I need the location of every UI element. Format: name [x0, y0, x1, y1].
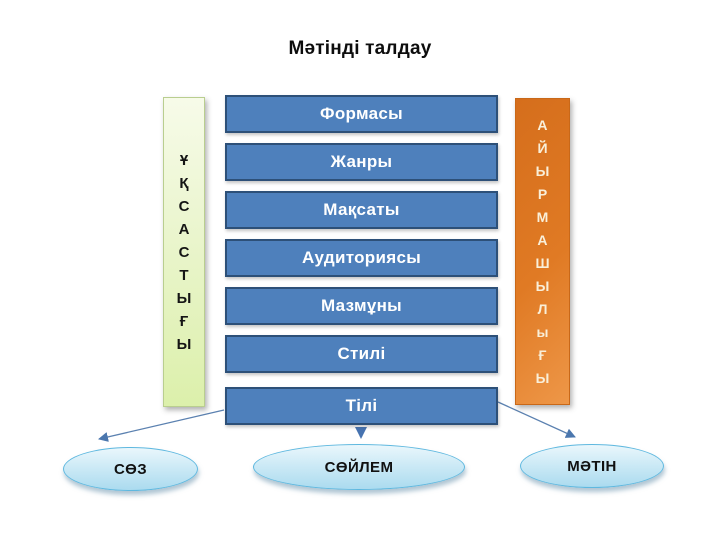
stage-box-tili: Тілі: [225, 387, 498, 425]
arrow-to-matin: [497, 401, 576, 438]
similarity-panel: Ұ Қ С А С Т Ы Ғ Ы: [163, 97, 205, 407]
ellipse-soylem: СӨЙЛЕМ: [253, 444, 465, 490]
stage-box-label: Формасы: [320, 104, 403, 123]
stage-box-maksaty: Мақсаты: [225, 191, 498, 229]
stage-box-label: Тілі: [345, 396, 378, 415]
difference-panel: А Й Ы Р М А Ш Ы Л ы Ғ Ы: [515, 98, 570, 405]
stage-box-label: Мақсаты: [323, 200, 400, 219]
stage-box-auditoriyasy: Аудиториясы: [225, 239, 498, 277]
page-title: Мәтінді талдау: [288, 38, 432, 59]
ellipse-label: СӨЙЛЕМ: [324, 458, 394, 476]
ellipse-soz: СӨЗ: [63, 447, 198, 491]
ellipse-label: СӨЗ: [113, 460, 148, 478]
ellipse-matin: МӘТІН: [520, 444, 664, 488]
stage-box-mazmuny: Мазмұны: [225, 287, 498, 325]
stage-box-label: Мазмұны: [321, 296, 402, 315]
arrow-to-soz: [98, 409, 225, 442]
stage-box-label: Жанры: [330, 152, 393, 171]
stage-box-label: Стилі: [337, 344, 386, 363]
stage-box-zhanry: Жанры: [225, 143, 498, 181]
stage-box-formasy: Формасы: [225, 95, 498, 133]
stage-box-label: Аудиториясы: [301, 248, 422, 267]
ellipse-label: МӘТІН: [567, 457, 617, 475]
difference-letters: А Й Ы Р М А Ш Ы Л ы Ғ Ы: [535, 116, 550, 386]
similarity-letters: Ұ Қ С А С Т Ы Ғ Ы: [176, 151, 192, 353]
stage-box-stili: Стилі: [225, 335, 498, 373]
